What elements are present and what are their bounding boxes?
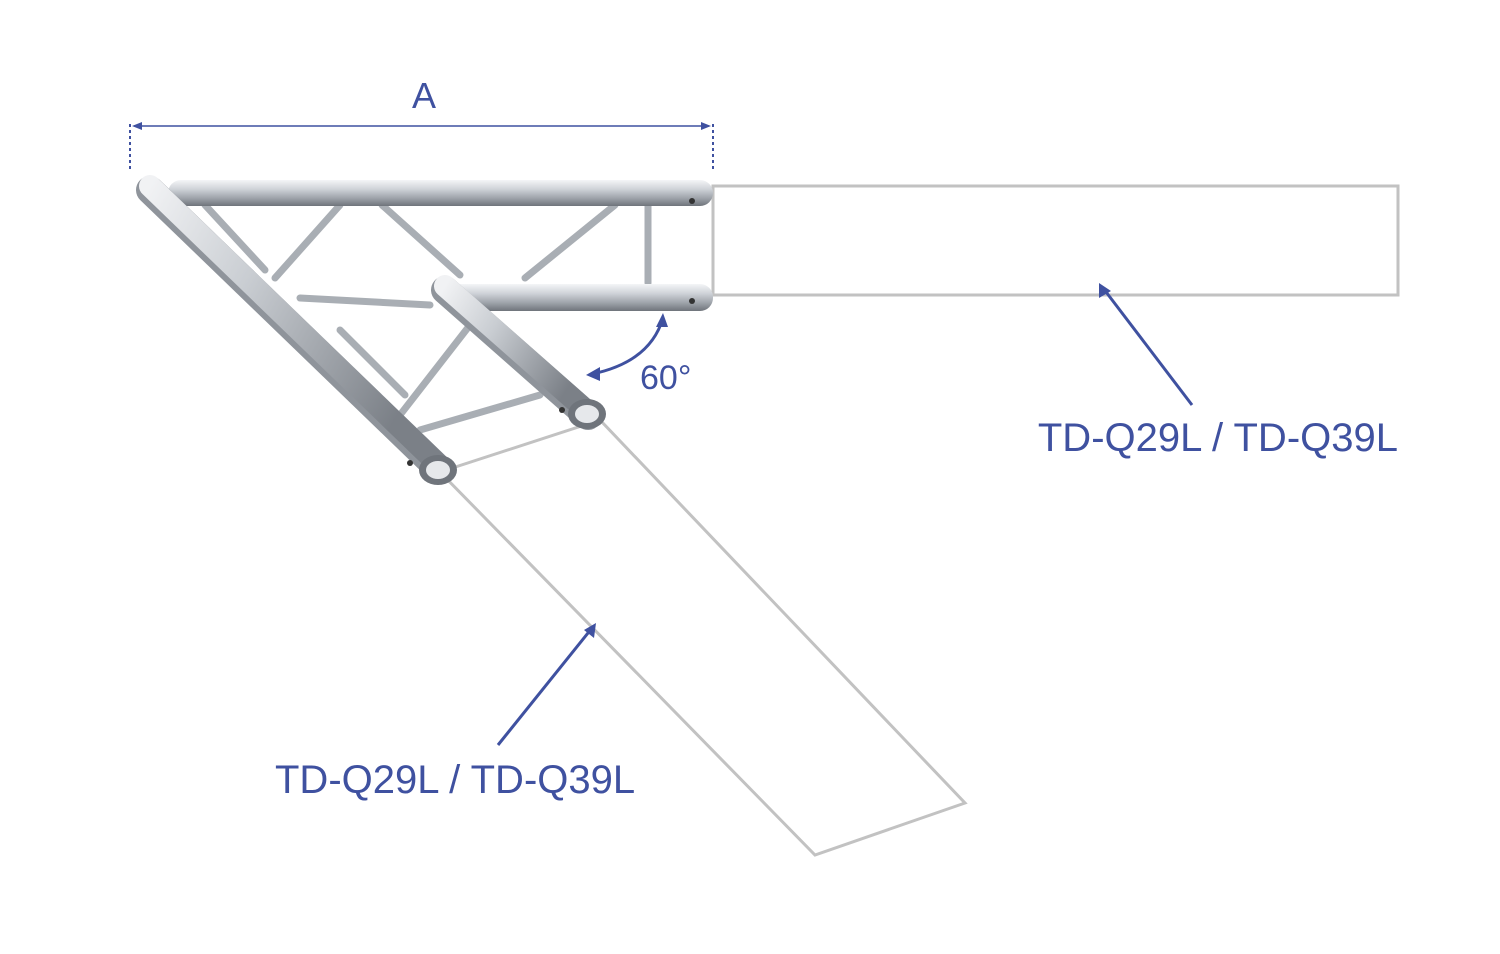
right-extension-label: TD-Q29L / TD-Q39L	[1038, 416, 1398, 460]
lower-extension-outline	[437, 418, 968, 857]
right-leader-arrowhead	[1099, 283, 1111, 298]
lower-extension-leader	[496, 623, 596, 746]
right-extension-outline	[711, 184, 1400, 297]
lower-leader-arrowhead	[584, 623, 596, 638]
angle-label: 60°	[640, 359, 691, 397]
dimension-arrowhead-right	[701, 122, 711, 130]
dimension-label: A	[412, 75, 436, 116]
angle-arrowhead-left	[586, 367, 600, 381]
right-extension-leader	[1099, 283, 1194, 406]
dimension-a: A	[129, 75, 714, 170]
truss-corner-piece	[136, 175, 713, 485]
dimension-arrowhead-left	[132, 122, 142, 130]
angle-arrowhead-top	[656, 313, 668, 327]
angle-annotation: 60°	[586, 313, 691, 397]
lower-extension-label: TD-Q29L / TD-Q39L	[275, 758, 635, 802]
